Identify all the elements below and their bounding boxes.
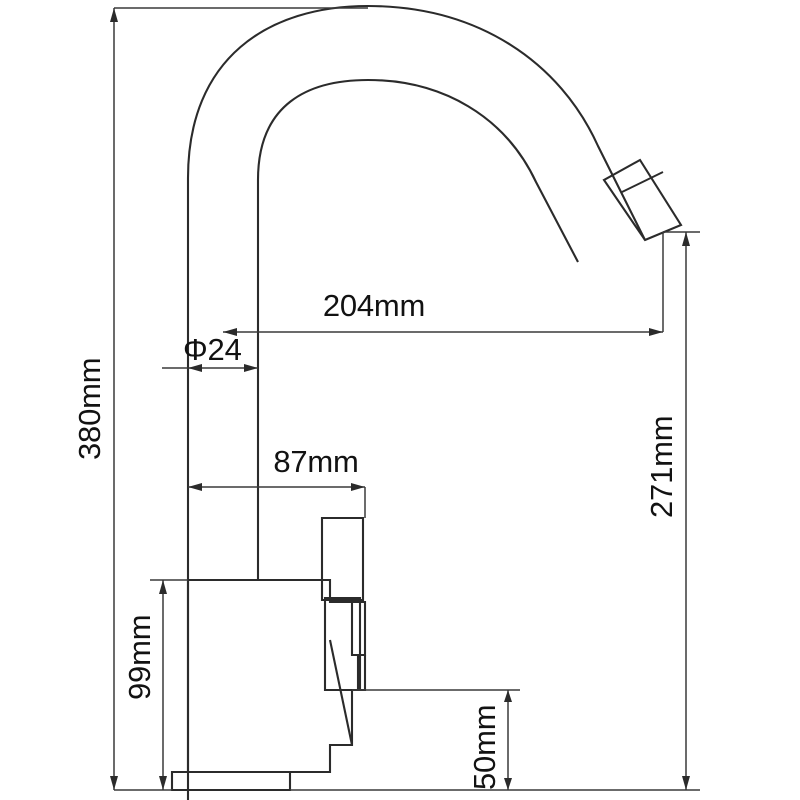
arrow-271-bottom (682, 776, 690, 790)
dimension-label-87: 87mm (273, 444, 358, 479)
arrow-87-right (351, 483, 365, 491)
dimension-tube-diameter: Φ24 (162, 332, 258, 372)
dimension-label-50: 50mm (467, 705, 502, 790)
dimension-lever-clearance: 50mm (352, 689, 520, 790)
arrow-phi24-right (244, 364, 258, 372)
dimension-spout-reach: 204mm (223, 232, 664, 336)
arrow-271-top (682, 232, 690, 246)
arrow-380-top (110, 8, 118, 22)
dimension-body-height: 99mm (122, 579, 188, 790)
arrow-99-bottom (159, 776, 167, 790)
dimension-label-phi24: Φ24 (183, 332, 242, 367)
faucet-outline-group (170, 4, 683, 800)
dimension-spout-outlet-height: 271mm (290, 231, 700, 791)
arrow-50-top (504, 690, 512, 702)
faucet-body-outline (186, 578, 360, 774)
arrow-99-top (159, 580, 167, 594)
base-plate (170, 770, 292, 792)
spout-inner-curve (256, 78, 579, 520)
arrow-87-left (188, 483, 202, 491)
arrow-204-left (223, 328, 237, 336)
arrow-380-bottom (110, 776, 118, 790)
dimension-label-380: 380mm (72, 358, 107, 460)
dimension-overall-height: 380mm (72, 7, 368, 791)
dimension-label-99: 99mm (122, 615, 157, 700)
dimension-body-width: 87mm (188, 444, 366, 518)
arrow-50-bottom (504, 778, 512, 790)
arrow-204-right (649, 328, 663, 336)
lever-underside-diagonal (328, 639, 354, 746)
handle-grip (320, 516, 365, 602)
lever-housing-outline (330, 600, 367, 657)
arrow-phi24-left (188, 364, 202, 372)
spout-aerator-tip (602, 158, 683, 242)
spout-outer-curve (186, 4, 646, 800)
dimension-label-204: 204mm (323, 288, 425, 323)
dimension-label-271: 271mm (644, 416, 679, 518)
aerator-seam-line (621, 171, 664, 193)
